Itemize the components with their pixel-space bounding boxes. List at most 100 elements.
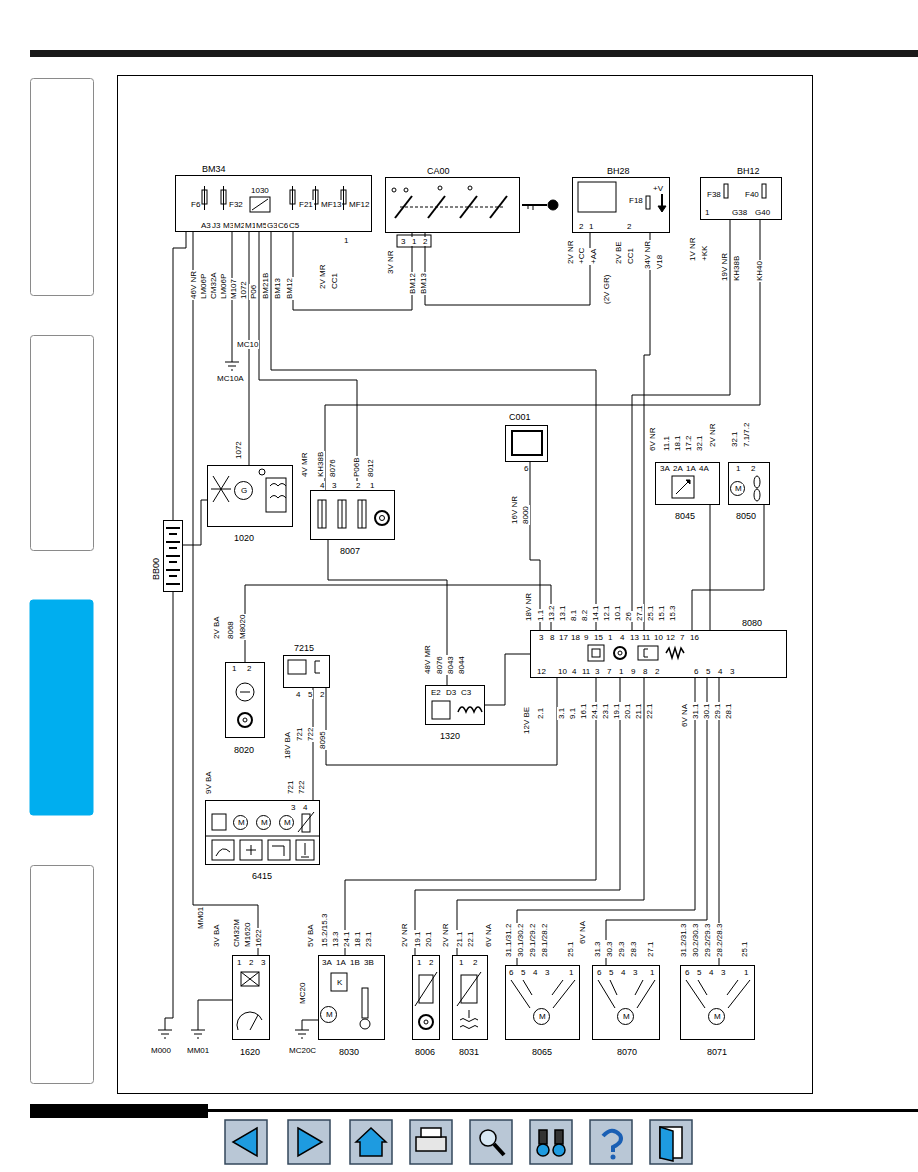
wire-label: +CC — [577, 247, 586, 265]
component-symbols — [243, 718, 247, 722]
component-id: C001 — [508, 412, 532, 422]
wire-label: LM06P — [219, 273, 228, 300]
component-symbols — [302, 814, 310, 832]
wire-label: 18.1 — [673, 434, 682, 452]
component-symbols — [375, 511, 389, 525]
component-symbols — [598, 980, 655, 1008]
component-symbols — [618, 651, 622, 655]
nav-buttons — [225, 1120, 692, 1164]
pin-label: 2 — [355, 481, 361, 490]
wire-label: 12V BE — [522, 706, 531, 735]
wire-label: 2V NR — [400, 922, 409, 948]
wire-label: 8076 — [435, 655, 444, 675]
pin-label: M — [622, 1012, 631, 1021]
pin-label: J3 — [211, 221, 221, 230]
pin-label: E2 — [430, 688, 442, 697]
page-chrome — [30, 50, 918, 1118]
component-symbols — [358, 500, 366, 528]
pin-label: 7 — [679, 633, 685, 642]
component-symbols — [331, 973, 347, 991]
pin-label: 5 — [307, 690, 313, 699]
wire-label: 722 — [306, 727, 315, 742]
component-symbols — [216, 849, 230, 856]
wire-label: 721 — [295, 727, 304, 742]
component-box: 8007 — [310, 490, 395, 540]
pin-label: 2 — [578, 222, 584, 231]
component-symbols — [395, 196, 412, 218]
wire-label: 16.1 — [579, 702, 588, 720]
component-symbols — [360, 1019, 370, 1029]
pin-label: 1 — [231, 664, 237, 673]
ground-wires — [198, 1000, 232, 1030]
wire-label: 13.3 — [331, 930, 340, 948]
nav-buttons — [660, 1127, 673, 1161]
wire-label: 30.1/30.2 — [516, 923, 525, 958]
wire-label: 29.1/29.2 — [528, 923, 537, 958]
wire — [425, 233, 590, 305]
wire-label: 25.1 — [566, 940, 575, 958]
component-box: 8020 — [225, 662, 265, 738]
page-chrome — [31, 79, 94, 296]
wire-label: 9.1 — [568, 707, 577, 720]
wire-label: CM32A — [209, 271, 218, 300]
pin-label: 2 — [428, 958, 434, 967]
wire — [293, 232, 412, 310]
wire-label: 30.3 — [605, 940, 614, 958]
wire — [606, 678, 707, 965]
wire-label: 9V BA — [204, 770, 213, 795]
component-symbols — [322, 500, 323, 528]
component-symbols — [166, 583, 180, 585]
wire — [313, 688, 314, 800]
page-chrome — [30, 600, 93, 815]
wire-label: 24.1 — [590, 702, 599, 720]
pin-label: M — [283, 818, 292, 827]
wire — [328, 540, 447, 685]
pin-label: 4 — [295, 690, 301, 699]
nav-buttons — [298, 1128, 322, 1156]
wire-label: 19.1 — [413, 930, 422, 948]
pin-label: MM01 — [186, 1046, 210, 1055]
component-id: CA00 — [426, 166, 451, 176]
pin-label: 1 — [735, 464, 741, 473]
component-box: CA00 — [385, 177, 520, 233]
pin-label: 3 — [260, 958, 266, 967]
component-symbols — [672, 476, 694, 498]
component-symbols — [415, 972, 437, 1006]
wire-label: 21.1 — [634, 702, 643, 720]
wire-label: 31.1 — [691, 702, 700, 720]
component-box: C001 — [505, 425, 548, 462]
component-box: 8006 — [412, 955, 440, 1040]
pin-label: 8 — [549, 633, 555, 642]
component-symbols — [318, 500, 326, 528]
pin-label: 2 — [246, 664, 252, 673]
wire-label: 1072 — [239, 280, 248, 300]
component-symbols — [272, 846, 284, 856]
wire-label: 46V NR — [189, 270, 198, 300]
wire-label: 22.1 — [466, 930, 475, 948]
component-symbols — [646, 196, 650, 209]
nav-buttons — [537, 1144, 549, 1156]
component-id: 8020 — [233, 745, 255, 755]
component-symbols — [644, 649, 648, 657]
nav-buttons — [421, 1128, 441, 1137]
wire-label: 14.1 — [591, 604, 600, 622]
component-symbols — [618, 1009, 634, 1025]
pin-label: 3 — [594, 667, 600, 676]
component-id: 7215 — [293, 643, 315, 653]
wire-label: 1.1 — [536, 609, 545, 622]
pin-label: 4 — [302, 803, 308, 812]
wire-label: 4V MR — [300, 452, 309, 478]
pin-label: 1 — [618, 667, 624, 676]
component-symbols — [686, 480, 690, 484]
wire-label: M1620 — [243, 922, 252, 948]
pin-label: 2 — [319, 690, 325, 699]
pin-label: G40 — [754, 208, 771, 217]
pin-label: G — [240, 486, 248, 495]
wire-label: 5V BA — [306, 923, 315, 948]
component-symbols — [204, 186, 205, 210]
wire-label: 12.1 — [602, 604, 611, 622]
wire — [710, 505, 711, 630]
component-symbols — [241, 972, 259, 986]
wire-label: 8068 — [226, 620, 235, 640]
component-symbols — [404, 188, 408, 192]
